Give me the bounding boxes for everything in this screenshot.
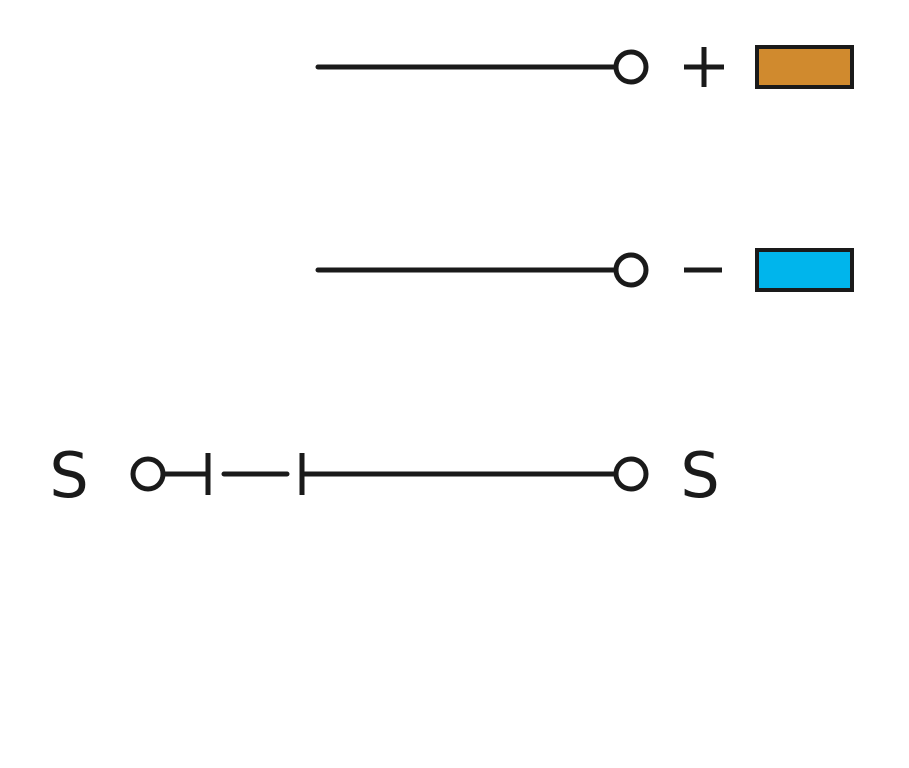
negative-color-swatch [755, 248, 854, 292]
signal-right-label: S [680, 439, 719, 512]
signal-right-terminal [613, 456, 649, 492]
signal-row: S S [49, 439, 719, 512]
signal-left-terminal [130, 456, 166, 492]
negative-terminal [613, 252, 649, 288]
negative-row: − [315, 248, 854, 292]
positive-color-swatch [755, 45, 854, 89]
plus-sign-icon: + [684, 47, 724, 87]
positive-terminal [613, 49, 649, 85]
positive-row: + [315, 45, 854, 89]
signal-left-label: S [49, 439, 88, 512]
